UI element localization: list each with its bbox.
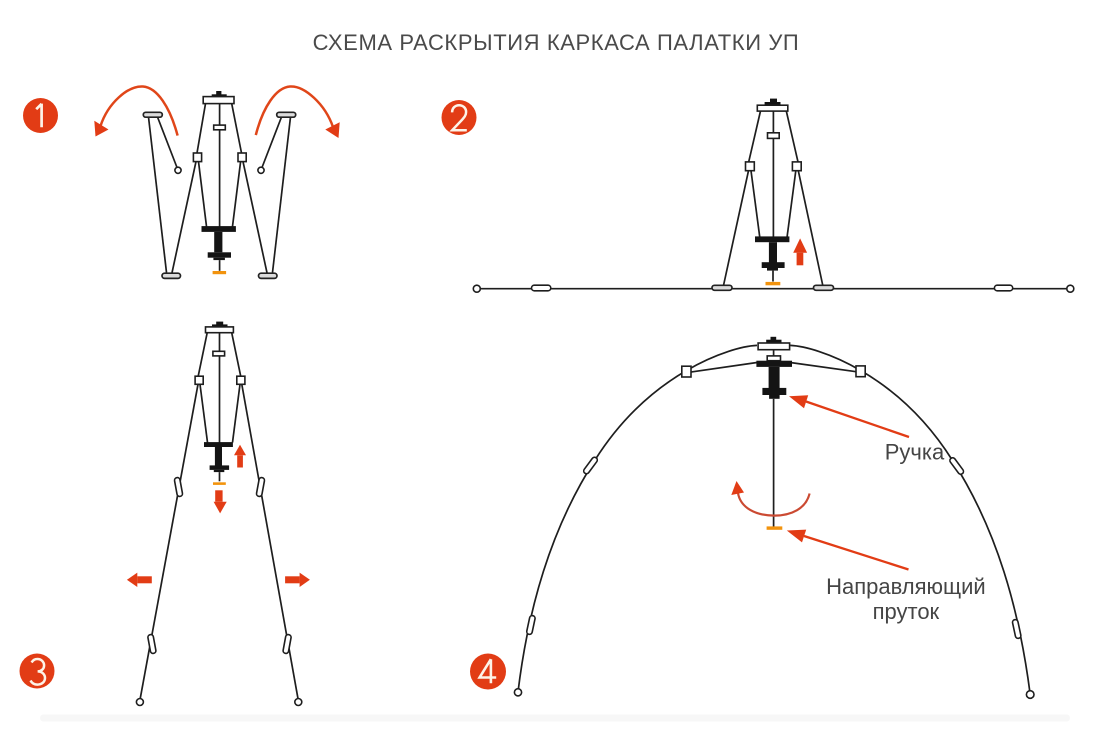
svg-text:пруток: пруток <box>873 599 940 624</box>
svg-text:СХЕМА РАСКРЫТИЯ КАРКАСА ПАЛАТК: СХЕМА РАСКРЫТИЯ КАРКАСА ПАЛАТКИ УП <box>313 30 800 55</box>
svg-text:Ручка: Ручка <box>885 440 945 465</box>
svg-text:Направляющий: Направляющий <box>826 574 986 599</box>
